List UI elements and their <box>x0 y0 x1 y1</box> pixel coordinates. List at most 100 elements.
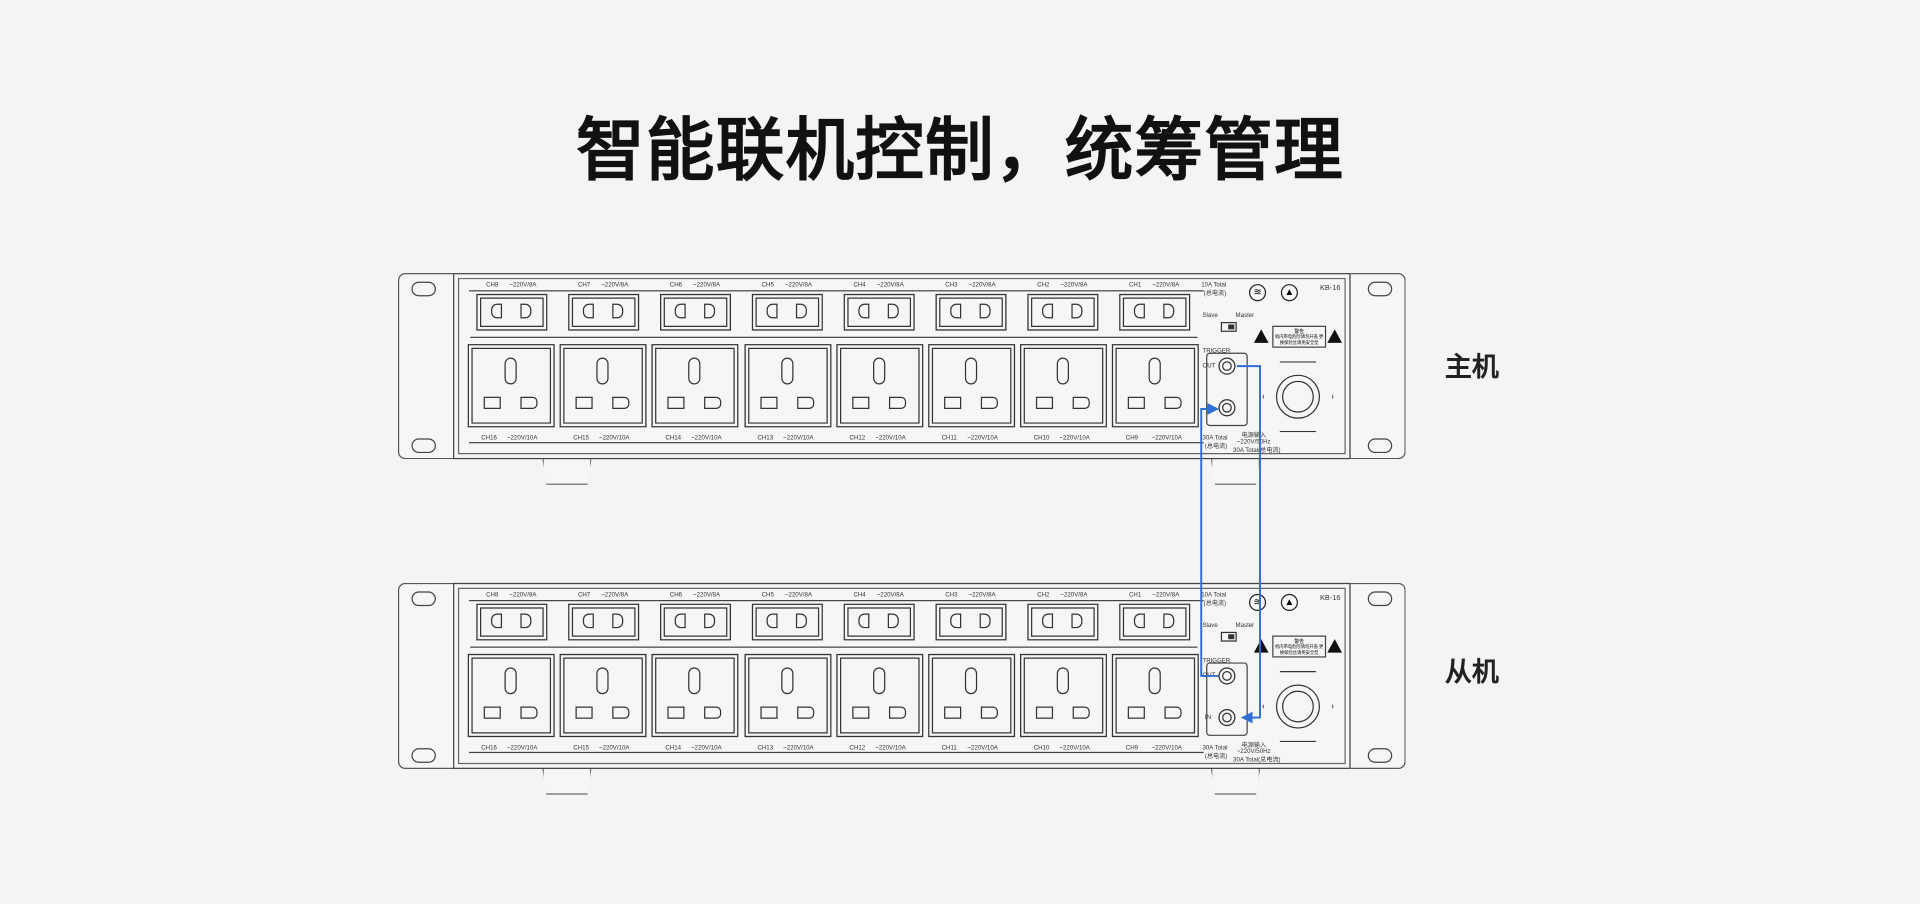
socket-pin <box>888 706 906 719</box>
channel-label: CH1 <box>1128 591 1142 599</box>
gland-ring <box>1275 374 1321 419</box>
socket-pin <box>796 396 814 409</box>
warning-triangle-icon <box>1253 639 1269 653</box>
socket-pin <box>612 706 630 719</box>
channel-label: CH5 <box>761 281 774 289</box>
channel-label: CH8 <box>486 591 499 599</box>
divider-line <box>470 336 1198 338</box>
universal-socket <box>559 344 647 428</box>
channel-rating: ~220V/8A <box>876 591 904 599</box>
mounting-hole <box>1367 281 1393 297</box>
socket-pin <box>504 667 517 695</box>
channel-rating: ~220V/10A <box>1059 744 1090 752</box>
channel-label: CH15 <box>573 744 589 752</box>
channel-label: CH12 <box>849 434 866 443</box>
top-total-sub: (总电流) <box>1203 290 1227 298</box>
universal-socket <box>743 653 831 738</box>
socket-pin <box>1164 396 1183 409</box>
channel-label: CH4 <box>853 591 866 599</box>
mounting-hole <box>411 438 436 454</box>
socket-pin <box>582 303 594 319</box>
socket-pin <box>1056 357 1070 385</box>
power-input-label: 电源输入 <box>1241 742 1267 750</box>
two-pin-socket <box>751 603 823 641</box>
channel-label: CH2 <box>1037 281 1050 289</box>
warning-label: 警告机内带电危险请勿开盖 更换保险丝请用安全型 <box>1272 635 1327 658</box>
socket-pin <box>483 706 501 719</box>
socket-pin <box>950 613 962 629</box>
socket-pin <box>674 303 686 319</box>
two-pin-socket <box>935 293 1007 331</box>
bottom-total-label: 30A Total <box>1202 434 1228 443</box>
warning-triangle-icon <box>1253 329 1269 343</box>
divider-line <box>470 646 1198 648</box>
socket-pin <box>766 613 778 629</box>
socket-pin <box>888 396 906 409</box>
warning-title: 警告 <box>1294 328 1305 335</box>
socket-pin <box>1042 303 1054 319</box>
channel-label: CH7 <box>577 281 591 289</box>
socket-pin <box>667 396 685 409</box>
channel-rating: ~220V/8A <box>601 591 629 599</box>
channel-label: CH16 <box>481 744 497 752</box>
channel-arrow-line <box>468 751 1204 754</box>
socket-pin <box>1149 667 1162 695</box>
universal-socket <box>651 344 739 428</box>
channel-label: CH13 <box>757 434 774 443</box>
bottom-total-label: 30A Total <box>1202 744 1228 752</box>
channel-label: CH11 <box>941 744 957 752</box>
two-pin-socket <box>476 603 548 641</box>
two-pin-socket <box>1027 603 1099 641</box>
power-input-label: 电源输入 <box>1241 432 1267 440</box>
top-total-label: 10A Total <box>1201 591 1227 599</box>
socket-pin <box>491 303 503 319</box>
channel-rating: ~220V/8A <box>601 281 629 289</box>
trigger-in-label: IN <box>1204 713 1212 722</box>
socket-pin <box>759 706 778 719</box>
channel-label: CH16 <box>481 434 497 443</box>
universal-socket <box>467 653 555 738</box>
socket-pin <box>1072 396 1091 409</box>
two-pin-socket <box>476 293 548 331</box>
socket-pin <box>1072 706 1091 719</box>
channel-rating: ~220V/8A <box>509 591 537 599</box>
channel-label: CH12 <box>849 744 866 752</box>
mounting-hole <box>1367 748 1393 763</box>
warning-text: 机内带电危险请勿开盖 更换保险丝请用安全型 <box>1275 644 1324 656</box>
bottom-total-sub: (总电流) <box>1204 753 1228 761</box>
warning-title: 警告 <box>1294 637 1305 645</box>
top-total-sub: (总电流) <box>1203 600 1227 608</box>
two-pin-socket <box>660 293 732 331</box>
universal-socket <box>928 344 1016 428</box>
mounting-hole <box>411 748 436 763</box>
two-pin-socket <box>1119 603 1191 641</box>
socket-pin <box>667 706 685 719</box>
channel-label: CH10 <box>1033 744 1050 752</box>
slave-label: 从机 <box>1444 657 1499 689</box>
socket-pin <box>1163 613 1175 629</box>
socket-pin <box>520 706 538 719</box>
channel-arrow-line <box>468 442 1204 444</box>
socket-pin <box>851 396 870 409</box>
channel-rating: ~220V/10A <box>783 434 814 443</box>
channel-rating: ~220V/8A <box>1060 281 1088 289</box>
socket-pin <box>520 303 532 319</box>
channel-label: CH14 <box>665 434 682 443</box>
power-total-label: 30A Total(总电流) <box>1233 446 1281 455</box>
socket-pin <box>795 303 807 319</box>
trigger-bracket <box>1206 662 1248 736</box>
rack-ear-left <box>397 273 454 460</box>
socket-pin <box>1133 303 1145 319</box>
two-pin-socket <box>660 603 732 641</box>
channel-rating: ~220V/8A <box>968 281 996 289</box>
socket-pin <box>704 706 722 719</box>
trigger-bracket <box>1206 352 1248 427</box>
power-spec-label: ~220V/50Hz <box>1236 748 1271 756</box>
socket-pin <box>759 396 778 409</box>
warning-label: 警告机内带电危险请勿开盖 更换保险丝请用安全型 <box>1272 325 1327 348</box>
socket-pin <box>964 667 978 695</box>
universal-socket <box>836 344 924 428</box>
two-pin-socket <box>568 603 640 641</box>
socket-pin <box>858 303 870 319</box>
